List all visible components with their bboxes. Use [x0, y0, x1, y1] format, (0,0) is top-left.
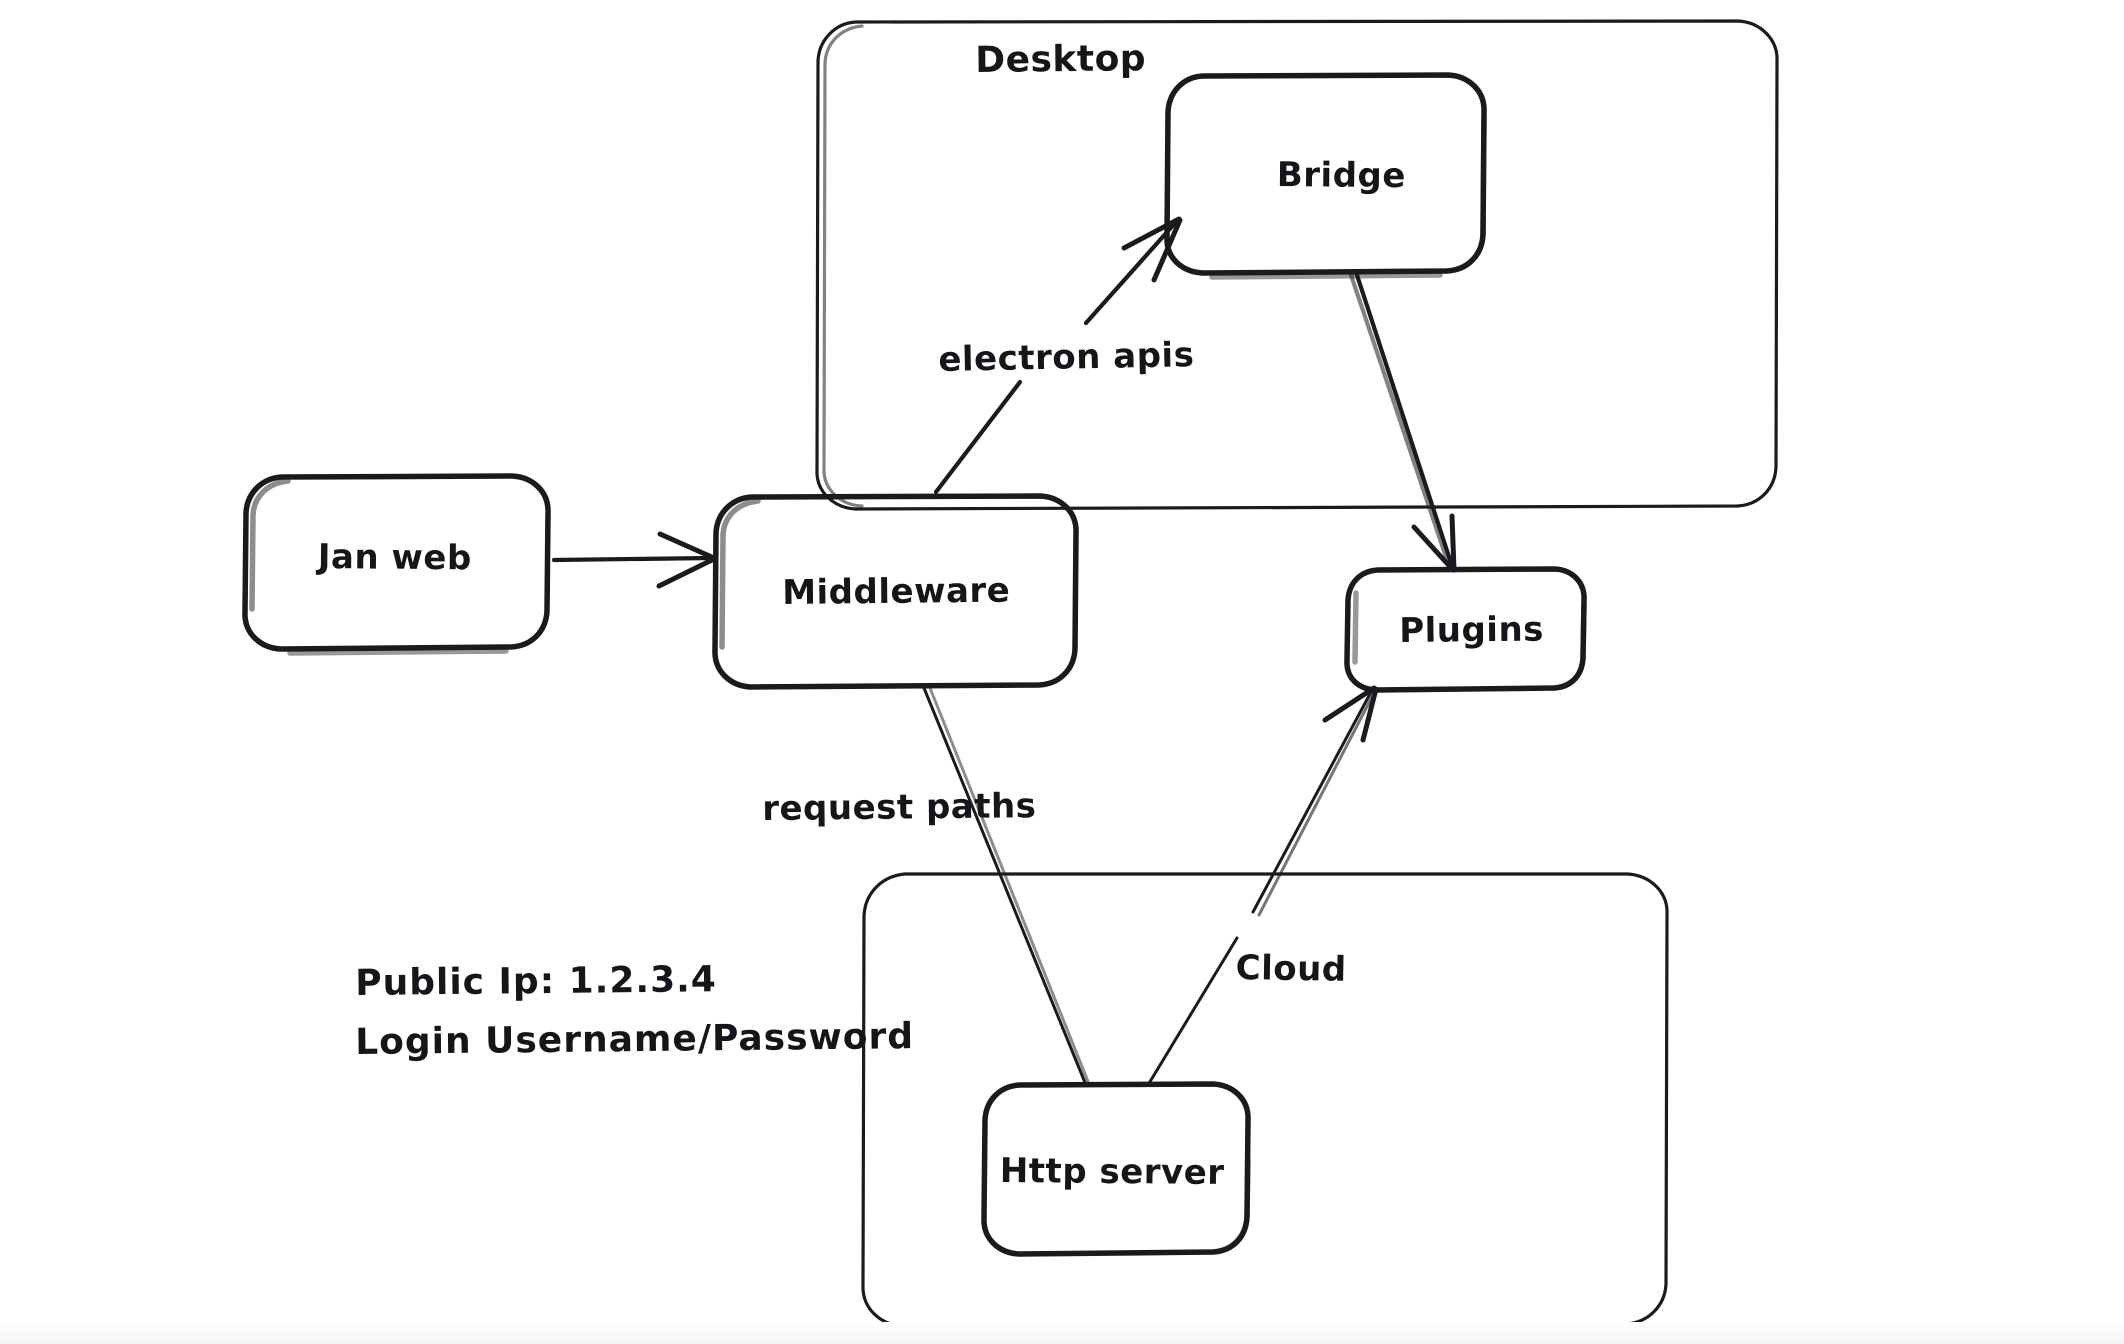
node-label-bridge: Bridge [1276, 155, 1407, 197]
group-desktop-outline [815, 19, 1779, 511]
node-label-middleware: Middleware [782, 570, 1011, 613]
note-login-credentials: Login Username/Password [355, 1016, 915, 1063]
edge-label-request-paths: request paths [762, 786, 1037, 829]
edge-http-server-to-plugins [1146, 685, 1379, 1087]
group-cloud-outline [861, 872, 1669, 1328]
edge-middleware-to-bridge [933, 216, 1183, 495]
node-label-plugins: Plugins [1399, 609, 1545, 651]
group-label-desktop: Desktop [975, 38, 1147, 81]
node-label-jan-web: Jan web [317, 537, 472, 579]
edge-bridge-to-plugins [1347, 269, 1457, 573]
node-label-http-server: Http server [999, 1151, 1225, 1193]
node-middleware-outline [712, 493, 1079, 690]
edge-label-electron-apis: electron apis [938, 335, 1195, 380]
edge-label-cloud: Cloud [1235, 948, 1348, 990]
node-jan-web-outline [242, 473, 551, 656]
node-http-server-outline [981, 1081, 1251, 1257]
edge-jan-web-to-middleware [551, 531, 717, 589]
node-bridge-outline [1164, 72, 1487, 280]
node-plugins-outline [1344, 566, 1587, 693]
edge-middleware-to-http-server [922, 686, 1091, 1087]
canvas-bottom-fade [0, 1322, 2124, 1344]
note-public-ip: Public Ip: 1.2.3.4 [355, 959, 718, 1004]
